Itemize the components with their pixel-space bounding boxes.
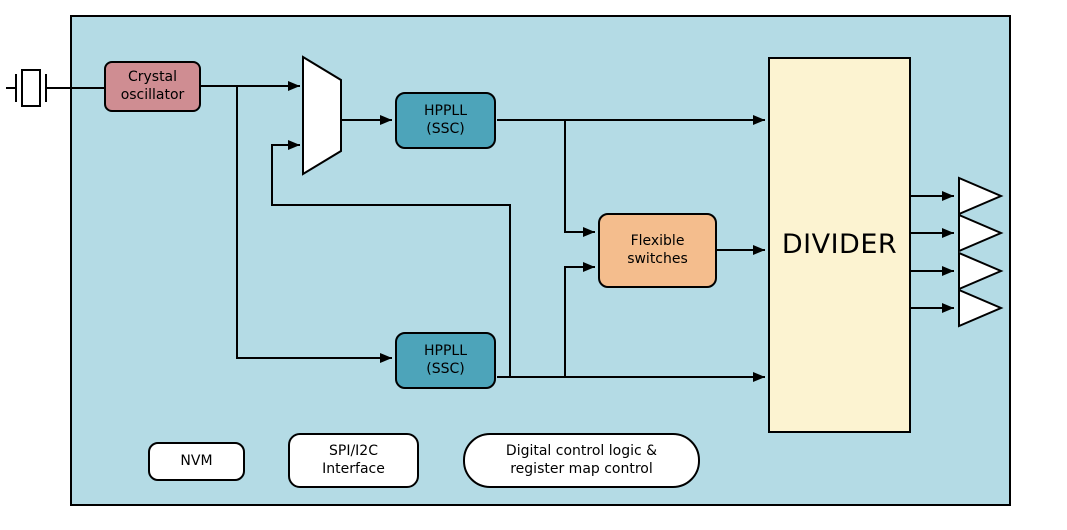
digital-control-block: Digital control logic & register map con… bbox=[463, 433, 700, 488]
hppll-top-block: HPPLL (SSC) bbox=[395, 92, 496, 149]
wire-hppll-bottom-to-switches bbox=[564, 262, 595, 377]
flexible-switches-label-line2: switches bbox=[627, 250, 688, 267]
wire-feedback-to-mux bbox=[271, 140, 511, 377]
crystal-oscillator-label-line1: Crystal bbox=[127, 68, 178, 85]
divider-block: DIVIDER bbox=[768, 57, 911, 433]
nvm-label: NVM bbox=[180, 452, 213, 469]
crystal-icon bbox=[6, 69, 104, 107]
hppll-bottom-label-line2: (SSC) bbox=[426, 360, 465, 377]
wire-hppll-top-to-switches bbox=[564, 120, 595, 237]
divider-label: DIVIDER bbox=[781, 228, 898, 260]
output-buffer-icon bbox=[958, 251, 1004, 291]
output-buffer-icon bbox=[958, 213, 1004, 253]
spi-i2c-label-line1: SPI/I2C bbox=[329, 442, 378, 459]
mux-shape bbox=[302, 55, 342, 176]
flexible-switches-label-line1: Flexible bbox=[630, 232, 685, 249]
output-buffer-icon bbox=[958, 176, 1004, 216]
flexible-switches-block: Flexible switches bbox=[598, 213, 717, 288]
hppll-top-label-line1: HPPLL bbox=[423, 102, 467, 119]
digital-control-label-line2: register map control bbox=[510, 460, 653, 477]
spi-i2c-interface-block: SPI/I2C Interface bbox=[288, 433, 419, 488]
digital-control-label-line1: Digital control logic & bbox=[505, 442, 658, 459]
crystal-oscillator-block: Crystal oscillator bbox=[104, 61, 201, 112]
connector-lines bbox=[200, 81, 954, 382]
crystal-oscillator-label-line2: oscillator bbox=[120, 86, 185, 103]
hppll-bottom-label-line1: HPPLL bbox=[423, 342, 467, 359]
hppll-bottom-block: HPPLL (SSC) bbox=[395, 332, 496, 389]
wire-osc-to-hppll-bottom bbox=[236, 86, 392, 363]
hppll-top-label-line2: (SSC) bbox=[426, 120, 465, 137]
output-buffer-icon bbox=[958, 288, 1004, 328]
spi-i2c-label-line2: Interface bbox=[322, 460, 385, 477]
nvm-block: NVM bbox=[148, 442, 245, 481]
output-buffers bbox=[958, 176, 1004, 328]
